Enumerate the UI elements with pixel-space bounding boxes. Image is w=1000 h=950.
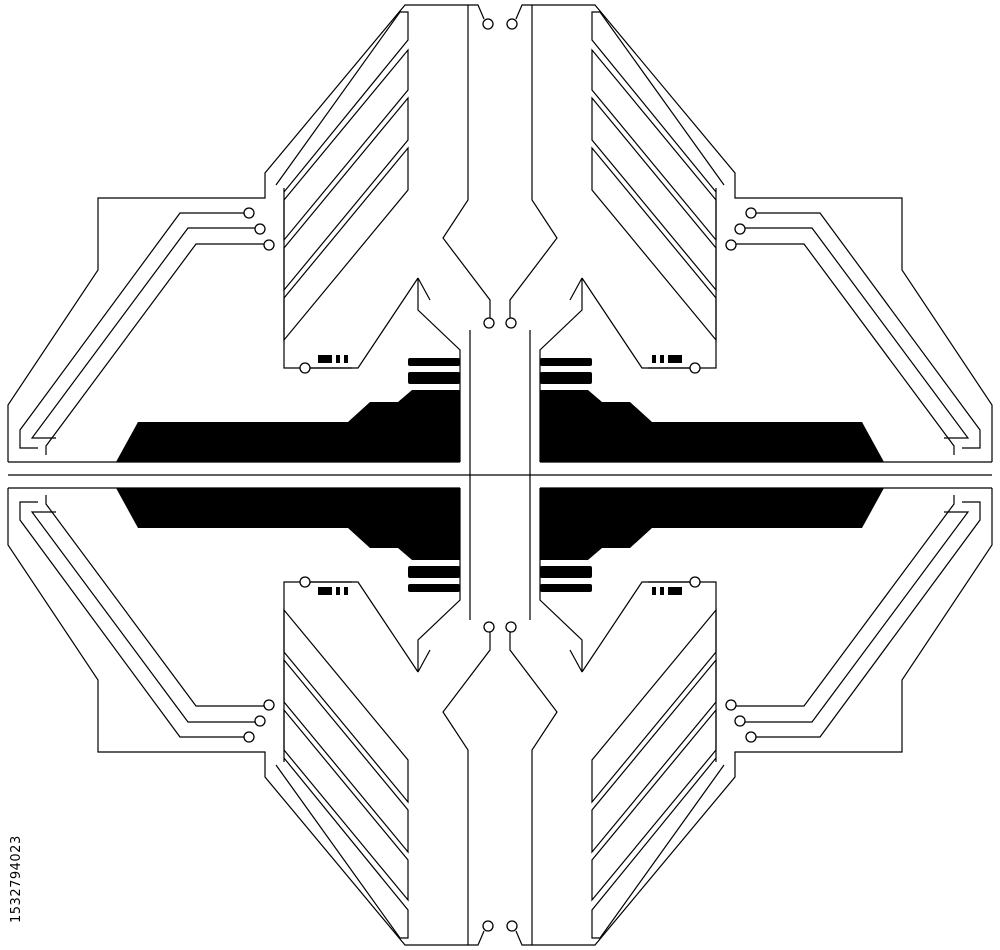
quadrant-top-right [505, 4, 993, 463]
quadrant-top-left [7, 4, 495, 463]
quadrant-bottom-right [505, 487, 993, 946]
stock-id-label: 1532794023 [9, 835, 24, 923]
quadrant-bottom-left [7, 487, 495, 946]
